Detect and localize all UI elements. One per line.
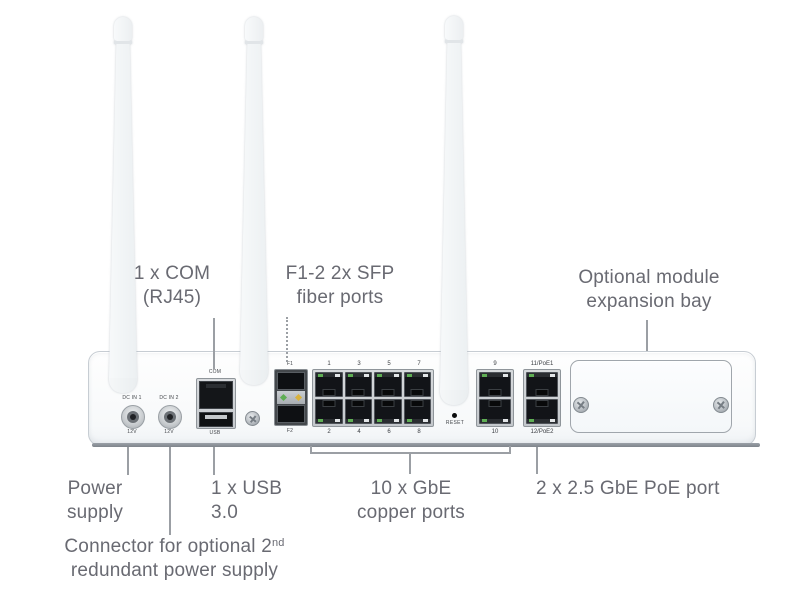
sfp-port-f2: [277, 405, 305, 423]
rj45-clip: [410, 389, 424, 396]
copper-bracket-left-tick: [310, 446, 312, 454]
rj45-clip: [488, 389, 502, 396]
rj45-clip: [381, 400, 395, 407]
ethernet-port-1: [315, 372, 343, 397]
port-5-label: 5: [387, 361, 391, 367]
sfp-latch: [277, 391, 305, 404]
callout-redundant: Connector for optional 2nd redundant pow…: [22, 535, 327, 583]
rj45-clip: [535, 389, 549, 396]
rj45-clip: [351, 389, 365, 396]
callout-redundant-line1: Connector for optional 2nd: [64, 536, 285, 557]
callout-line-com: [213, 318, 215, 369]
sfp-port-f1: [277, 372, 305, 390]
ethernet-port-5: [374, 372, 402, 397]
antenna-left: [109, 17, 137, 393]
antenna-foot: [240, 370, 268, 385]
bay-screw-right: [713, 397, 729, 413]
antenna-body: [440, 43, 468, 391]
callout-sfp: F1-2 2x SFP fiber ports: [285, 263, 395, 308]
dc-in-1-connector: [121, 405, 145, 429]
antenna-center: [240, 17, 268, 385]
ethernet-port-10: [479, 399, 511, 424]
callout-copper: 10 x GbE copper ports: [356, 478, 465, 523]
com-usb-module: [196, 378, 236, 429]
rj45-clip: [488, 400, 502, 407]
expansion-bay-plate: [570, 360, 732, 433]
sfp-f2-label: F2: [286, 428, 294, 434]
poe-port-block: [523, 369, 561, 427]
device-chassis: DC IN 1 12V DC IN 2 12V COM USB F1 F2 1 …: [88, 351, 756, 446]
ethernet-port-11-poe1: [526, 372, 558, 397]
ethernet-port-7: [403, 372, 431, 397]
port-1-label: 1: [327, 361, 331, 367]
antenna-cap: [245, 17, 263, 41]
antenna-cap: [445, 16, 463, 40]
antenna-ring: [445, 40, 463, 43]
dc-in-2-connector: [158, 405, 182, 429]
port-2-label: 2: [327, 429, 331, 435]
rj45-clip: [535, 400, 549, 407]
bay-screw-left: [573, 397, 589, 413]
callout-line-usb: [213, 447, 215, 475]
callout-poe: 2 x 2.5 GbE PoE port: [536, 478, 720, 499]
ethernet-port-3: [344, 372, 372, 397]
sfp-cage-block: [274, 369, 308, 426]
port-9-10-block: [476, 369, 514, 427]
antenna-foot: [440, 390, 468, 405]
callout-usb: 1 x USB 3.0: [211, 478, 283, 523]
callout-expansion: Optional module expansion bay: [578, 267, 720, 312]
antenna-mount-screw: [245, 411, 260, 426]
sfp-f1-label: F1: [286, 361, 294, 367]
dc-in-1-voltage: 12V: [127, 429, 137, 435]
copper-bracket-stub: [409, 452, 411, 474]
com-port-label: COM: [208, 369, 222, 375]
reset-button: [452, 413, 457, 418]
port-7-label: 7: [417, 361, 421, 367]
rj45-clip: [351, 400, 365, 407]
port-4-label: 4: [357, 429, 361, 435]
rj45-clip: [322, 400, 336, 407]
ethernet-port-6: [374, 399, 402, 424]
rj45-clip: [410, 400, 424, 407]
port-11-poe1-label: 11/PoE1: [530, 361, 554, 367]
rj45-clip: [322, 389, 336, 396]
callout-line-sfp: [286, 317, 288, 362]
callout-line-redundant: [169, 447, 171, 535]
dc-in-2-voltage: 12V: [164, 429, 174, 435]
antenna-foot: [109, 378, 137, 393]
port-9-label: 9: [493, 361, 497, 367]
dc-in-1-label: DC IN 1: [122, 395, 142, 401]
callout-line-expansion: [646, 320, 648, 351]
usb-port: [199, 412, 233, 427]
port-12-poe2-label: 12/PoE2: [530, 429, 554, 435]
antenna-ring: [245, 41, 263, 44]
reset-label: RESET: [445, 420, 465, 426]
copper-bracket-right-tick: [509, 446, 511, 454]
chassis-base: [92, 443, 760, 447]
antenna-body: [240, 44, 268, 371]
callout-line-power: [127, 447, 129, 475]
port-3-label: 3: [357, 361, 361, 367]
port-6-label: 6: [387, 429, 391, 435]
antenna-body: [109, 44, 137, 379]
gbe-port-block: [312, 369, 434, 427]
rj45-clip: [381, 389, 395, 396]
antenna-ring: [114, 41, 132, 44]
dc-in-2-label: DC IN 2: [159, 395, 179, 401]
port-8-label: 8: [417, 429, 421, 435]
ethernet-port-12-poe2: [526, 399, 558, 424]
antenna-right: [440, 16, 468, 405]
callout-line-poe: [536, 447, 538, 474]
ethernet-port-8: [403, 399, 431, 424]
callout-com: 1 x COM (RJ45): [133, 263, 211, 308]
com-rj45-port: [199, 381, 233, 409]
port-10-label: 10: [491, 429, 499, 435]
ethernet-port-2: [315, 399, 343, 424]
callout-power: Power supply: [66, 478, 124, 523]
antenna-cap: [114, 17, 132, 41]
ethernet-port-9: [479, 372, 511, 397]
ethernet-port-4: [344, 399, 372, 424]
usb-port-label: USB: [209, 430, 221, 436]
